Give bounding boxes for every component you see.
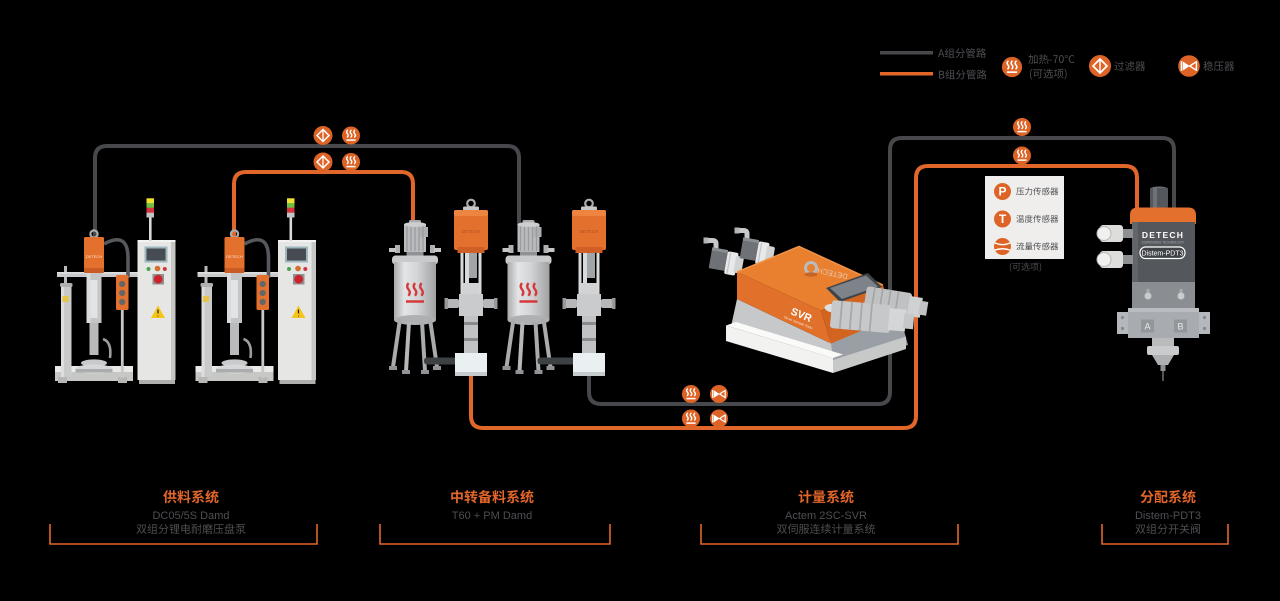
- svg-text:DETECH: DETECH: [1142, 230, 1184, 240]
- svg-text:DISPENSING TECHNOLOGY: DISPENSING TECHNOLOGY: [1142, 241, 1186, 245]
- svg-text:Actem 2SC-SVR: Actem 2SC-SVR: [785, 510, 867, 522]
- svg-text:A: A: [1144, 322, 1150, 332]
- svg-text:B: B: [1177, 322, 1183, 332]
- svg-text:T60 + PM Damd: T60 + PM Damd: [452, 510, 532, 522]
- svg-text:T: T: [999, 212, 1007, 226]
- svg-text:Distem-PDT3: Distem-PDT3: [1135, 510, 1201, 522]
- svg-text:Distem-PDT3: Distem-PDT3: [1141, 251, 1183, 258]
- svg-text:DETECH: DETECH: [462, 229, 481, 234]
- svg-text:DETECH: DETECH: [86, 254, 103, 259]
- svg-text:DC05/5S Damd: DC05/5S Damd: [152, 510, 229, 522]
- svg-text:P: P: [998, 185, 1006, 199]
